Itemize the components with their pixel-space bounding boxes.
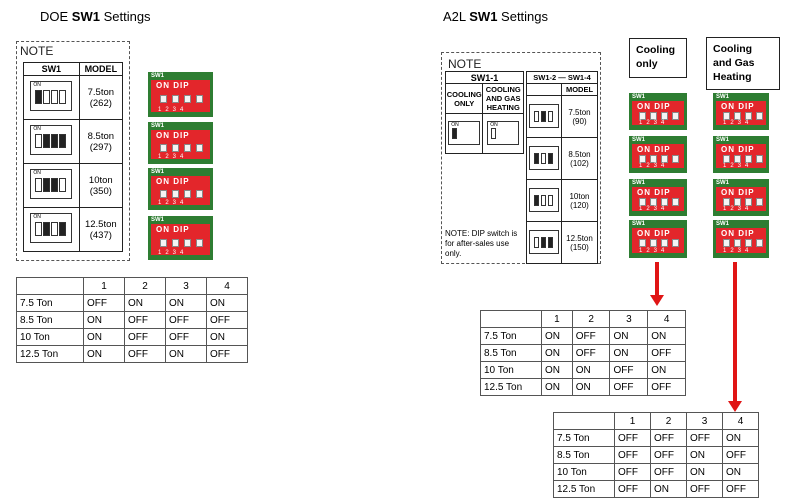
note-heading: NOTE [20,44,54,58]
cooling-gas-label: Cooling and Gas Heating [706,37,780,90]
model-cell: 8.5ton(297) [78,119,124,164]
a2l-title: A2L SW1 Settings [443,9,549,24]
model-cell: 10ton(350) [78,163,124,208]
dip-diagram: ON [23,75,80,120]
arrow-head [728,401,742,412]
col-model: MODEL [78,62,124,76]
red-arrow [733,262,737,402]
model-cell: 12.5ton(437) [78,207,124,252]
model-cell: 7.5ton(262) [78,75,124,120]
dip-diagram: ON [23,119,80,164]
dip-diagram: ON [23,163,80,208]
cooling-only-label: Cooling only [629,38,687,78]
arrow-head [650,295,664,306]
a2l-sw12-table: SW1-2 — SW1-4 MODEL 7.5ton(90) 8.5ton(10… [526,71,598,264]
note-heading: NOTE [448,57,482,71]
a2l-footnote: NOTE: DIP switch is for after-sales use … [445,229,518,258]
doe-title: DOE SW1 Settings [40,9,151,24]
red-arrow [655,262,659,296]
col-sw1: SW1 [23,62,80,76]
dip-diagram: ON [23,207,80,252]
